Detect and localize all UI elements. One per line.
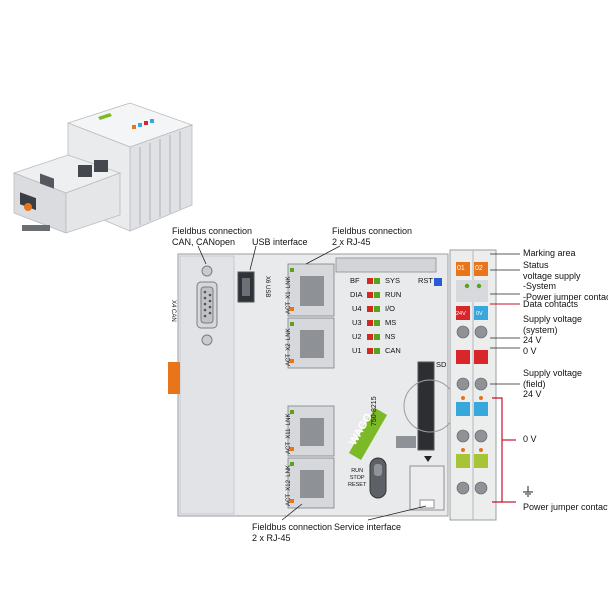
rst-label: RST — [418, 276, 433, 285]
mode-switch-label: RUN STOP RESET — [348, 468, 367, 488]
port-label-x11: ACT X11 LNK — [286, 413, 292, 454]
led-label-right-5: NS — [385, 332, 396, 341]
callout-marking-area: Marking area — [523, 248, 576, 258]
product-photo — [12, 102, 194, 234]
port-label-x12: ACT X12 LNK — [286, 465, 292, 506]
led-label-left-6: U1 — [352, 346, 362, 355]
callout-power-jumper: Power jumper contacts — [523, 502, 608, 512]
rst-button-svg — [434, 278, 442, 286]
led-label-left-2: DIA — [350, 290, 363, 299]
model-number: 750-8215 — [371, 396, 378, 426]
terminal-0v-label: 0V — [476, 311, 483, 317]
led-label-left-4: U3 — [352, 318, 362, 327]
port-label-x2: ACT X2 LNK — [286, 328, 292, 366]
led-label-right-3: I/O — [385, 304, 396, 313]
terminal-number-02: 02 — [475, 265, 483, 272]
callout-fieldbus-rj45-top: Fieldbus connection 2 x RJ-45 — [332, 226, 413, 247]
terminal-24v-label: 24V — [456, 311, 466, 317]
callout-fieldbus-can: Fieldbus connection CAN, CANopen — [172, 226, 253, 247]
callout-zero-v: 0 V — [523, 434, 537, 444]
status-leds — [367, 278, 380, 354]
callout-data-contacts: Data contacts — [523, 299, 579, 309]
callout-supply-field: Supply voltage (field) 24 V — [523, 368, 583, 399]
callout-fieldbus-rj45-bottom: Fieldbus connection 2 x RJ-45 — [252, 522, 333, 543]
sd-label: SD — [436, 360, 447, 369]
led-label-right-1: SYS — [385, 276, 401, 285]
callout-service-interface: Service interface — [334, 522, 402, 532]
power-jumper-bracket — [492, 397, 503, 503]
sd-slot — [417, 361, 435, 451]
callout-supply-system: Supply voltage (system) 24 V 0 V — [523, 314, 583, 356]
led-label-right-4: MS — [385, 318, 397, 327]
dsub-can-connector — [196, 265, 218, 346]
led-label-right-6: CAN — [385, 346, 401, 355]
callout-status-voltage: Status voltage supply -System -Power jum… — [523, 260, 608, 302]
din-rail-clip — [168, 362, 180, 394]
led-label-left-5: U2 — [352, 332, 362, 341]
port-label-x1: ACT X1 LNK — [286, 276, 292, 314]
led-label-left-3: U4 — [352, 304, 362, 313]
terminal-number-01: 01 — [457, 265, 465, 272]
led-label-left-1: BF — [350, 276, 360, 285]
x4-can-label: X4 CAN — [170, 300, 176, 322]
callout-usb-interface: USB interface — [252, 237, 308, 247]
x6-usb-label: X6 USB — [264, 276, 270, 298]
marking-strip — [335, 257, 437, 273]
led-label-right-2: RUN — [385, 290, 402, 299]
